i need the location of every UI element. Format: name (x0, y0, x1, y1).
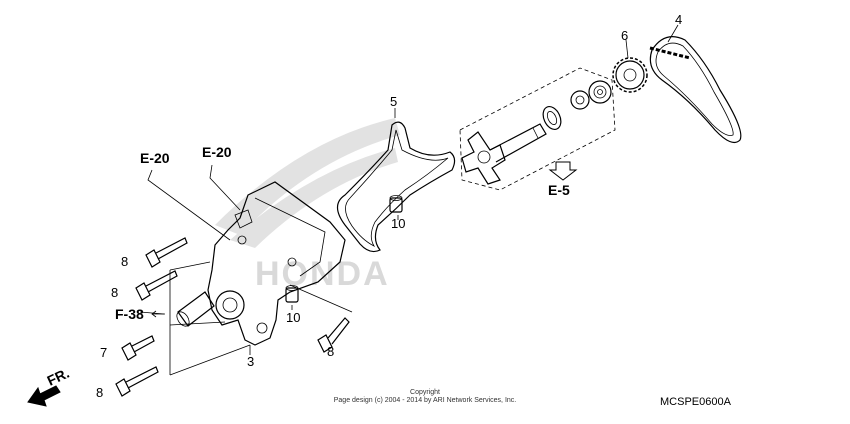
bolt-8-mid-left (135, 270, 178, 301)
dowel-pin-upper (389, 195, 403, 213)
bolt-8-bottom-left (115, 366, 159, 397)
bolt-8-top-left (145, 237, 188, 268)
callout-6: 6 (621, 28, 628, 43)
callout-3: 3 (247, 354, 254, 369)
impeller-shaft-assembly (459, 67, 616, 191)
bolt-7 (121, 335, 155, 361)
ref-e20-left: E-20 (140, 150, 170, 166)
diagram-code: MCSPE0600A (660, 396, 732, 408)
sprocket-part-6 (612, 57, 648, 93)
drive-chain-part-4 (649, 36, 742, 143)
front-label: FR. (45, 365, 72, 389)
callout-8-right: 8 (327, 344, 334, 359)
leader-lines (139, 24, 679, 376)
callout-8-top-left: 8 (121, 254, 128, 269)
callout-10-lower: 10 (286, 310, 300, 325)
e5-direction-arrow-icon (548, 161, 578, 181)
bolt-8-right (317, 317, 350, 353)
watermark-text: HONDA (255, 255, 390, 293)
ref-e5: E-5 (548, 182, 570, 198)
copyright-line-2: Page design (c) 2004 - 2014 by ARI Netwo… (334, 397, 517, 404)
copyright-line-1: Copyright (410, 389, 440, 396)
callout-8-bottom-left: 8 (96, 385, 103, 400)
callout-8-mid-left: 8 (111, 285, 118, 300)
callout-4: 4 (675, 12, 682, 27)
ref-e20-right: E-20 (202, 144, 232, 160)
honda-watermark-logo: HONDA (215, 118, 400, 293)
f38-arrow-icon (151, 310, 165, 318)
ref-f38: F-38 (115, 306, 144, 322)
callout-7: 7 (100, 345, 107, 360)
callout-10-upper: 10 (391, 216, 405, 231)
callout-5: 5 (390, 94, 397, 109)
water-pump-body-part-3 (176, 181, 346, 346)
front-direction-arrow-icon (27, 385, 61, 407)
